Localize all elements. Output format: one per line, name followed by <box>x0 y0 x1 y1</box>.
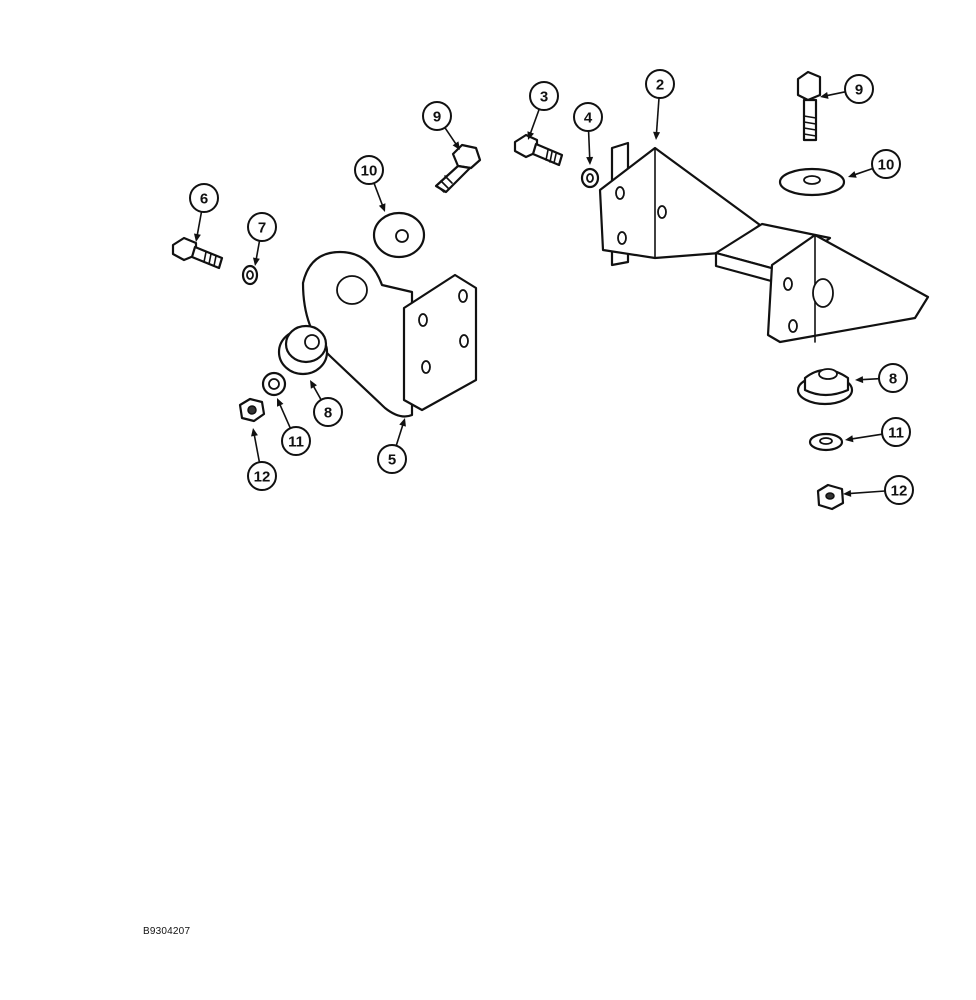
arrowhead <box>193 233 201 242</box>
callout-circle <box>844 74 874 104</box>
arrowhead <box>399 418 406 427</box>
callout-labels: 2 3 4 9 9 10 10 6 7 8 8 11 11 5 12 12 <box>189 69 914 505</box>
leader-line <box>825 91 846 97</box>
callout-number: 8 <box>889 371 897 388</box>
leader-line <box>255 240 261 261</box>
callout-10: 10 <box>354 155 386 212</box>
callout-number: 6 <box>200 191 208 208</box>
callout-circle <box>189 183 219 213</box>
callout-circle <box>884 475 914 505</box>
bolt-6 <box>171 236 224 270</box>
callout-10: 10 <box>848 149 901 179</box>
callout-circle <box>313 397 343 427</box>
callout-circle <box>281 426 311 456</box>
nut-12-right <box>816 483 845 511</box>
callout-4: 4 <box>573 102 603 165</box>
washer-11-right <box>808 432 844 452</box>
callout-11: 11 <box>277 398 311 456</box>
callout-number: 11 <box>288 434 304 451</box>
leader-line <box>373 182 384 207</box>
lock-washer-4 <box>580 167 600 189</box>
callout-circle <box>881 417 911 447</box>
callout-number: 9 <box>855 82 863 99</box>
callout-5: 5 <box>377 418 407 474</box>
lock-washer-7 <box>241 264 259 286</box>
isolator-8-left <box>277 324 329 376</box>
bolt-3 <box>513 133 564 167</box>
bolt-9-right <box>796 70 822 142</box>
callout-9: 9 <box>820 74 874 104</box>
leader-line <box>848 490 886 495</box>
callout-circle <box>871 149 901 179</box>
leader-line <box>395 423 404 446</box>
callout-7: 7 <box>247 212 277 266</box>
callout-circle <box>878 363 908 393</box>
callout-number: 10 <box>878 157 895 174</box>
leader-line <box>278 403 292 429</box>
arrowhead <box>845 435 854 443</box>
callout-circle <box>422 101 452 131</box>
callout-circle <box>573 102 603 132</box>
callout-number: 3 <box>540 89 548 106</box>
callout-8: 8 <box>310 380 343 427</box>
arrowhead <box>855 376 864 384</box>
flat-washer-10-left <box>372 211 426 259</box>
nut-12-left <box>238 397 266 423</box>
arrowhead <box>277 398 284 407</box>
callout-circle <box>354 155 384 185</box>
leader-line <box>196 211 203 237</box>
arrowhead <box>251 428 258 437</box>
arrowhead <box>848 171 857 178</box>
arrowhead <box>586 156 594 165</box>
callout-number: 8 <box>324 405 332 422</box>
leader-line <box>860 377 880 381</box>
callout-number: 12 <box>891 483 908 500</box>
callout-number: 2 <box>656 77 664 94</box>
callout-8: 8 <box>855 363 908 393</box>
arrowhead <box>378 203 386 212</box>
leader-line <box>529 108 540 135</box>
leader-line <box>253 433 261 463</box>
arrowhead <box>452 141 460 150</box>
callout-circle <box>247 212 277 242</box>
leader-line <box>587 130 591 160</box>
washer-11-left <box>261 371 287 397</box>
callout-2: 2 <box>645 69 675 140</box>
callout-3: 3 <box>527 81 559 140</box>
callout-number: 12 <box>254 469 271 486</box>
callout-circle <box>377 444 407 474</box>
leader-line <box>853 167 874 176</box>
arrowhead <box>527 131 535 140</box>
flat-washer-10-right <box>778 167 846 197</box>
arrowhead <box>310 380 317 389</box>
callout-number: 4 <box>584 110 593 127</box>
leader-line <box>850 433 883 440</box>
callout-circle <box>645 69 675 99</box>
leader-line <box>312 384 322 401</box>
callout-number: 10 <box>361 163 378 180</box>
callout-number: 7 <box>258 220 266 237</box>
callout-circle <box>529 81 559 111</box>
leader-line <box>444 127 458 146</box>
callout-6: 6 <box>189 183 219 242</box>
callout-9: 9 <box>422 101 460 150</box>
bolt-9-left <box>434 143 482 194</box>
arrowhead <box>843 489 852 497</box>
callout-circle <box>247 461 277 491</box>
arrowhead <box>820 91 829 99</box>
main-mounting-bracket <box>598 141 930 344</box>
callout-number: 5 <box>388 452 396 469</box>
arrowhead <box>653 131 661 140</box>
callout-11: 11 <box>845 417 911 447</box>
isolator-8-right <box>796 368 854 406</box>
callout-12: 12 <box>247 428 277 491</box>
figure-id: B9304207 <box>143 926 191 937</box>
leader-line <box>655 97 660 135</box>
callout-12: 12 <box>843 475 914 505</box>
callout-number: 11 <box>888 425 904 442</box>
arrowhead <box>252 257 260 266</box>
l-bracket <box>301 250 478 418</box>
callout-number: 9 <box>433 109 441 126</box>
